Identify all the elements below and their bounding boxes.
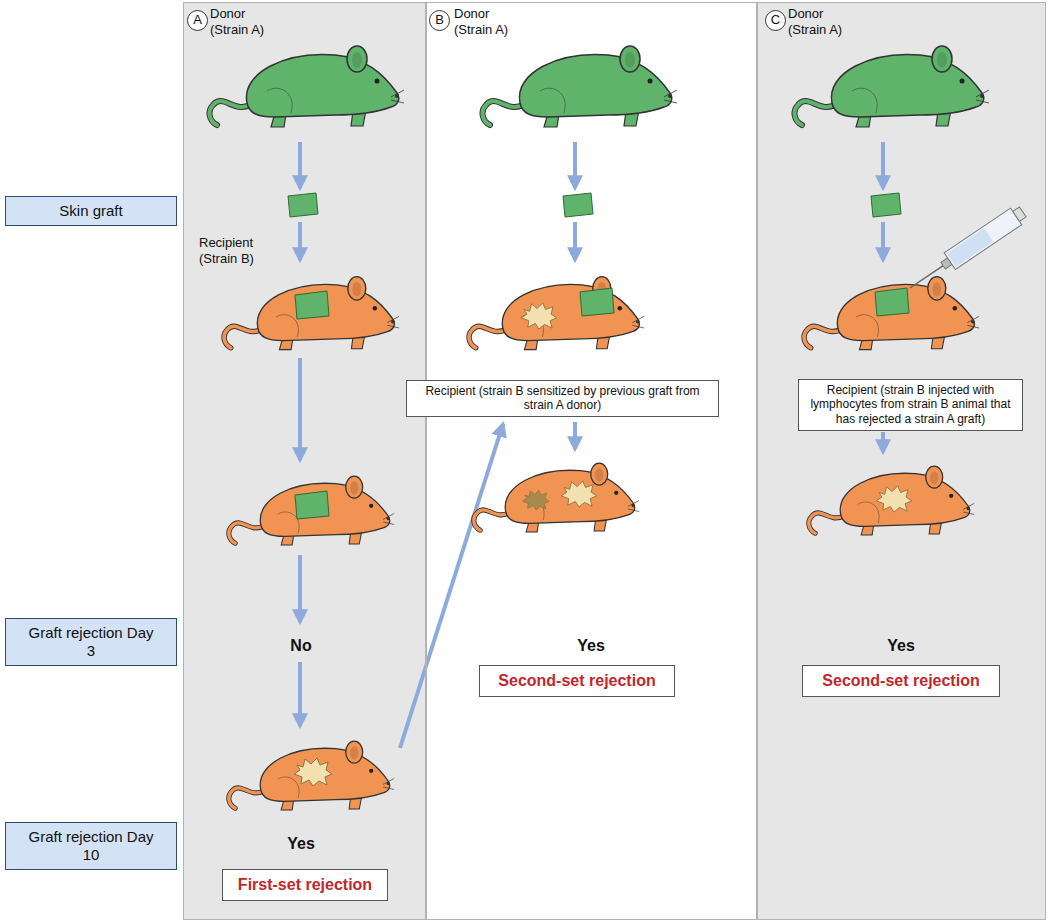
label-text: B (430, 11, 449, 29)
label-text: A (188, 11, 207, 29)
label-text: Donor (Strain A) (454, 6, 526, 37)
label-text: Skin graft (27, 202, 155, 220)
label-text: Yes (271, 835, 331, 853)
panel-letter: C (765, 10, 786, 31)
label-text: Donor (Strain A) (210, 6, 282, 37)
label-text: Recipient (strain B injected with lympho… (804, 383, 1017, 426)
experiment-panel: Donor (Strain A) Yes C Recipient (strain B … (757, 2, 1046, 920)
label-text: Recipient (strain B sensitized by previo… (412, 384, 713, 413)
label-text: Second-set rejection (486, 671, 668, 690)
panel-letter: B (429, 10, 450, 31)
experiment-panel: Donor (Strain A) Recipient (Strain B) NoYe… (183, 2, 426, 920)
label-text: No (271, 637, 331, 655)
label-text: Graft rejection Day 10 (27, 828, 155, 864)
panel-letter: A (187, 10, 208, 31)
label-text: Second-set rejection (809, 671, 993, 690)
rejection-result: Second-set rejection (479, 665, 675, 697)
row-label: Graft rejection Day 3 (5, 618, 177, 666)
label-text: Yes (561, 637, 621, 655)
label-text: Graft rejection Day 3 (27, 624, 155, 660)
rejection-result: First-set rejection (222, 869, 388, 901)
label-text: Donor (Strain A) (788, 6, 860, 37)
row-label: Graft rejection Day 10 (5, 822, 177, 870)
rejection-result: Second-set rejection (802, 665, 1000, 697)
label-text: C (766, 11, 785, 29)
label-text: Recipient (Strain B) (199, 235, 271, 266)
label-text: First-set rejection (229, 875, 381, 894)
row-label: Skin graft (5, 196, 177, 226)
recipient-note: Recipient (strain B sensitized by previo… (406, 380, 719, 417)
recipient-note: Recipient (strain B injected with lympho… (798, 379, 1023, 431)
label-text: Yes (871, 637, 931, 655)
experiment-panel: Donor (Strain A)YesBRecipient (strain B … (426, 2, 757, 920)
